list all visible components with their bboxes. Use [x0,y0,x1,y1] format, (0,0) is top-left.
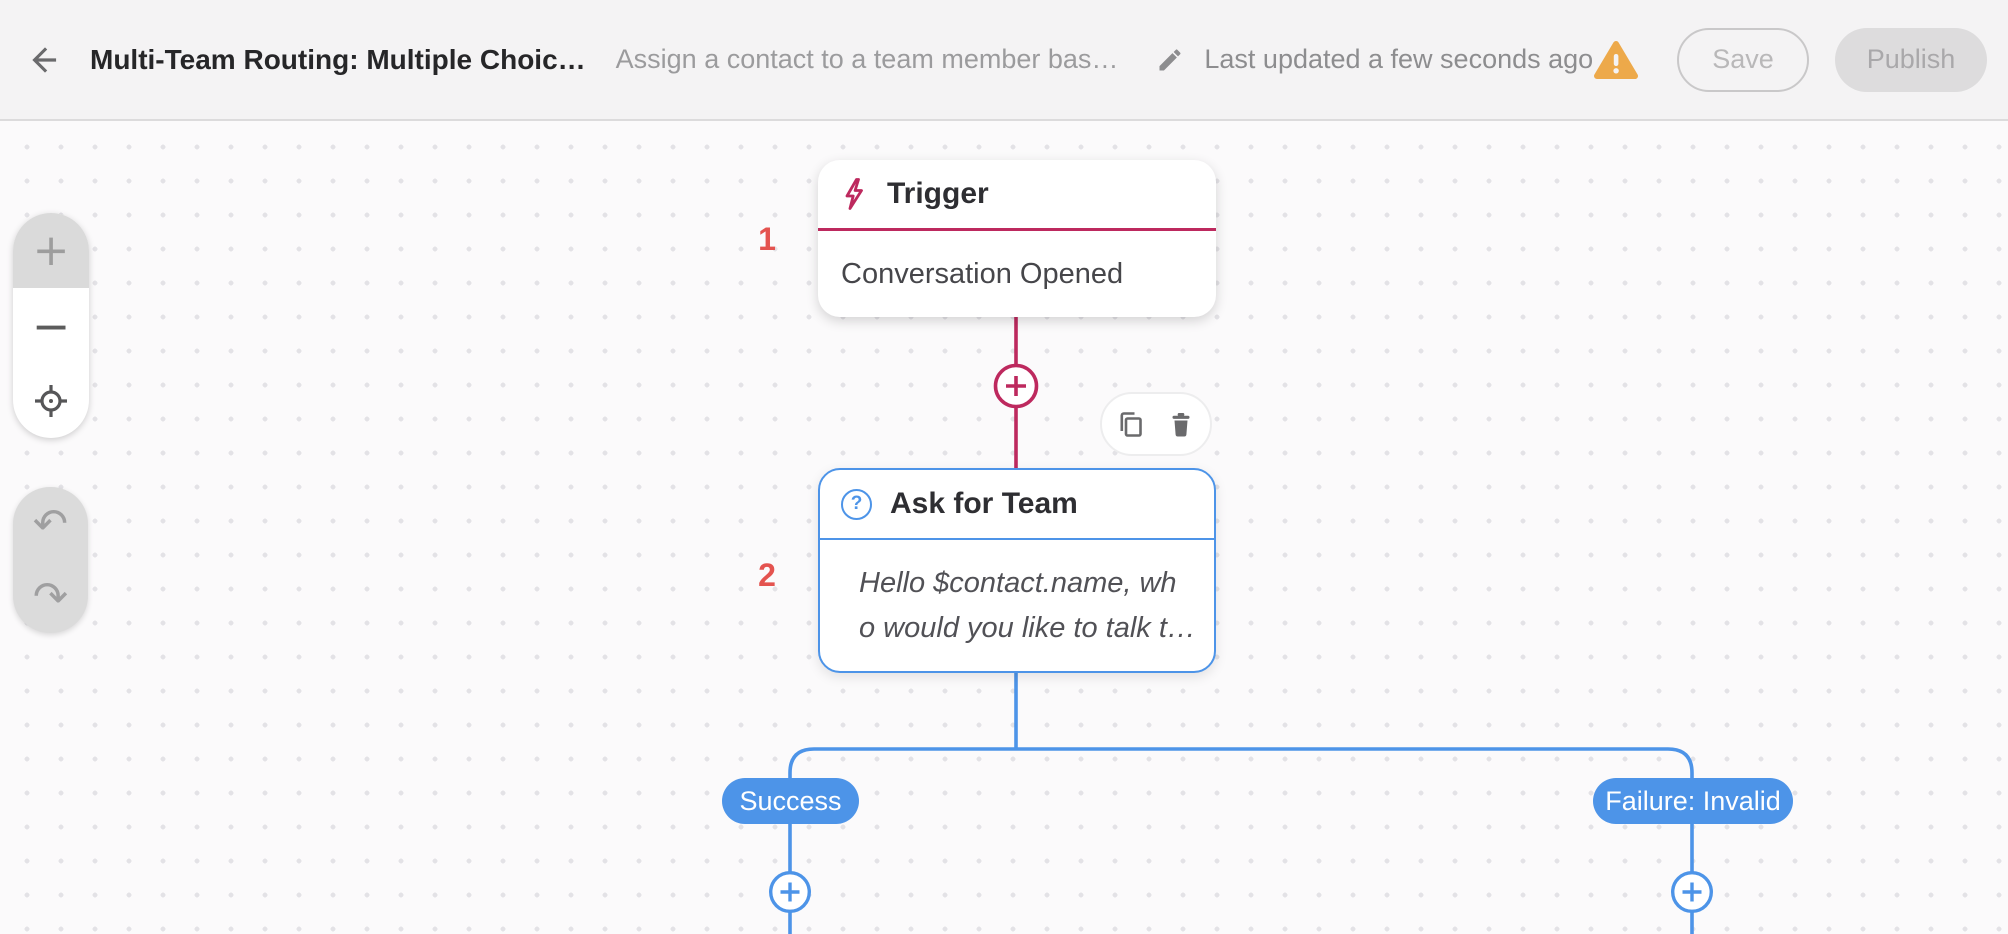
question-message-line2: o would you like to talk t… [859,611,1196,644]
workflow-canvas[interactable]: + − ↶ ↷ 1 2 [0,121,2008,934]
add-step-button-after-trigger[interactable] [992,362,1040,410]
plus-circle-icon [1671,871,1713,913]
top-bar: Multi-Team Routing: Multiple Choic… Assi… [0,0,2008,121]
plus-icon: + [32,225,70,276]
back-button[interactable] [26,38,64,82]
branch-label-success[interactable]: Success [722,778,859,824]
undo-icon: ↶ [32,499,69,548]
arrow-left-icon [32,46,57,73]
ask-card-body: Hello $contact.name, wh o would you like… [820,540,1214,671]
question-message-preview: Hello $contact.name, wh o would you like… [859,561,1196,651]
step-number-2: 2 [758,557,776,593]
publish-button[interactable]: Publish [1834,27,1988,92]
workflow-description[interactable]: Assign a contact to a team member bas… [615,44,1119,74]
node-actions-toolbar [1100,392,1212,456]
crosshair-icon [35,384,67,417]
edit-pencil-icon [1156,46,1184,74]
zoom-toolbar: + − [13,213,89,438]
trigger-step-card[interactable]: Trigger Conversation Opened [818,160,1216,317]
redo-button[interactable]: ↷ [13,560,88,633]
zoom-out-button[interactable]: − [13,288,89,363]
add-step-button-success-branch[interactable] [767,869,813,915]
question-glyph: ? [850,493,863,514]
ask-card-header: ? Ask for Team [820,470,1214,540]
zoom-in-button[interactable]: + [13,213,89,288]
success-label-text: Success [739,785,842,816]
workflow-title[interactable]: Multi-Team Routing: Multiple Choic… [90,43,586,75]
last-updated-text: Last updated a few seconds ago [1204,44,1594,74]
undo-button[interactable]: ↶ [13,487,88,560]
copy-step-button[interactable] [1117,409,1145,439]
warning-icon[interactable] [1593,39,1639,81]
delete-step-button[interactable] [1167,410,1195,439]
ask-question-step-card[interactable]: ? Ask for Team Hello $contact.name, wh o… [818,468,1216,673]
copy-icon [1120,412,1142,437]
plus-circle-icon [769,871,811,913]
branch-label-failure-invalid[interactable]: Failure: Invalid [1593,778,1793,824]
step-number-1: 1 [758,221,776,257]
add-step-button-failure-branch[interactable] [1669,869,1715,915]
plus-circle-icon [993,363,1039,409]
recenter-button[interactable] [13,363,89,438]
question-message-line1: Hello $contact.name, wh [859,566,1177,599]
trigger-card-title: Trigger [887,177,989,210]
ask-card-title: Ask for Team [890,487,1078,520]
history-toolbar: ↶ ↷ [13,487,88,633]
trigger-event-text: Conversation Opened [841,257,1124,290]
trash-icon [1172,412,1190,437]
redo-icon: ↷ [32,572,69,621]
trigger-card-header: Trigger [818,160,1216,231]
minus-icon: − [31,298,71,353]
question-mark-icon: ? [841,488,872,520]
save-button[interactable]: Save [1677,27,1809,92]
trigger-card-body: Conversation Opened [818,231,1216,317]
failure-label-text: Failure: Invalid [1605,785,1781,816]
lightning-bolt-icon [845,178,863,210]
